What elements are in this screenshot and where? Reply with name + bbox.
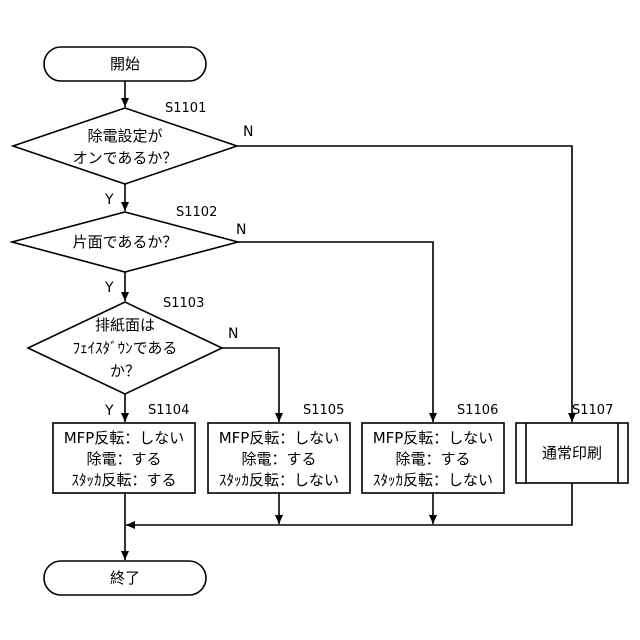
decision-s1101: S1101 除電設定が オンであるか？ N Y (13, 101, 253, 208)
arrow-s1101-no (237, 146, 572, 422)
no-label-s1101: N (243, 124, 253, 140)
end-label: 終了 (110, 569, 140, 587)
end-terminal: 終了 (44, 561, 206, 595)
process-s1105-line-3: ｽﾀｯｶ反転：しない (219, 471, 339, 489)
no-label-s1103: N (228, 326, 238, 342)
step-label-s1104: S1104 (148, 403, 189, 418)
process-s1106-line-1: MFP反転：しない (373, 429, 494, 447)
start-label: 開始 (110, 55, 140, 73)
process-s1106-line-3: ｽﾀｯｶ反転：しない (373, 471, 493, 489)
process-s1104-line-3: ｽﾀｯｶ反転：する (71, 471, 176, 489)
yes-label-s1101: Y (104, 192, 114, 208)
decision-s1103-line-3: か？ (110, 362, 140, 380)
decision-s1101-line-1: 除電設定が (87, 127, 162, 145)
process-s1107-line-1: 通常印刷 (542, 444, 602, 462)
decision-s1103: S1103 排紙面は ﾌｪｲｽﾀﾞｳﾝである か？ N Y (28, 296, 238, 419)
decision-s1102-line-1: 片面であるか？ (73, 233, 178, 251)
yes-label-s1103: Y (104, 403, 114, 419)
process-s1105-line-2: 除電：する (241, 450, 316, 468)
no-label-s1102: N (236, 222, 246, 238)
process-s1106-line-2: 除電：する (395, 450, 470, 468)
process-s1104-line-2: 除電：する (86, 450, 161, 468)
arrow-s1103-no (222, 348, 279, 422)
step-label-s1102: S1102 (176, 205, 217, 220)
decision-s1101-line-2: オンであるか？ (73, 149, 178, 167)
start-terminal: 開始 (44, 47, 206, 81)
step-label-s1101: S1101 (165, 101, 206, 116)
decision-s1103-line-2: ﾌｪｲｽﾀﾞｳﾝである (73, 339, 178, 357)
process-s1104: S1104 MFP反転：しない 除電：する ｽﾀｯｶ反転：する (53, 403, 195, 493)
arrow-s1102-no (238, 242, 433, 422)
decision-s1103-line-1: 排紙面は (95, 316, 155, 334)
process-s1105-line-1: MFP反転：しない (219, 429, 340, 447)
step-label-s1103: S1103 (163, 296, 204, 311)
step-label-s1106: S1106 (457, 403, 498, 418)
step-label-s1107: S1107 (572, 403, 613, 418)
decision-s1102: S1102 片面であるか？ N Y (12, 205, 246, 296)
yes-label-s1102: Y (104, 280, 114, 296)
process-s1104-line-1: MFP反転：しない (64, 429, 185, 447)
step-label-s1105: S1105 (303, 403, 344, 418)
